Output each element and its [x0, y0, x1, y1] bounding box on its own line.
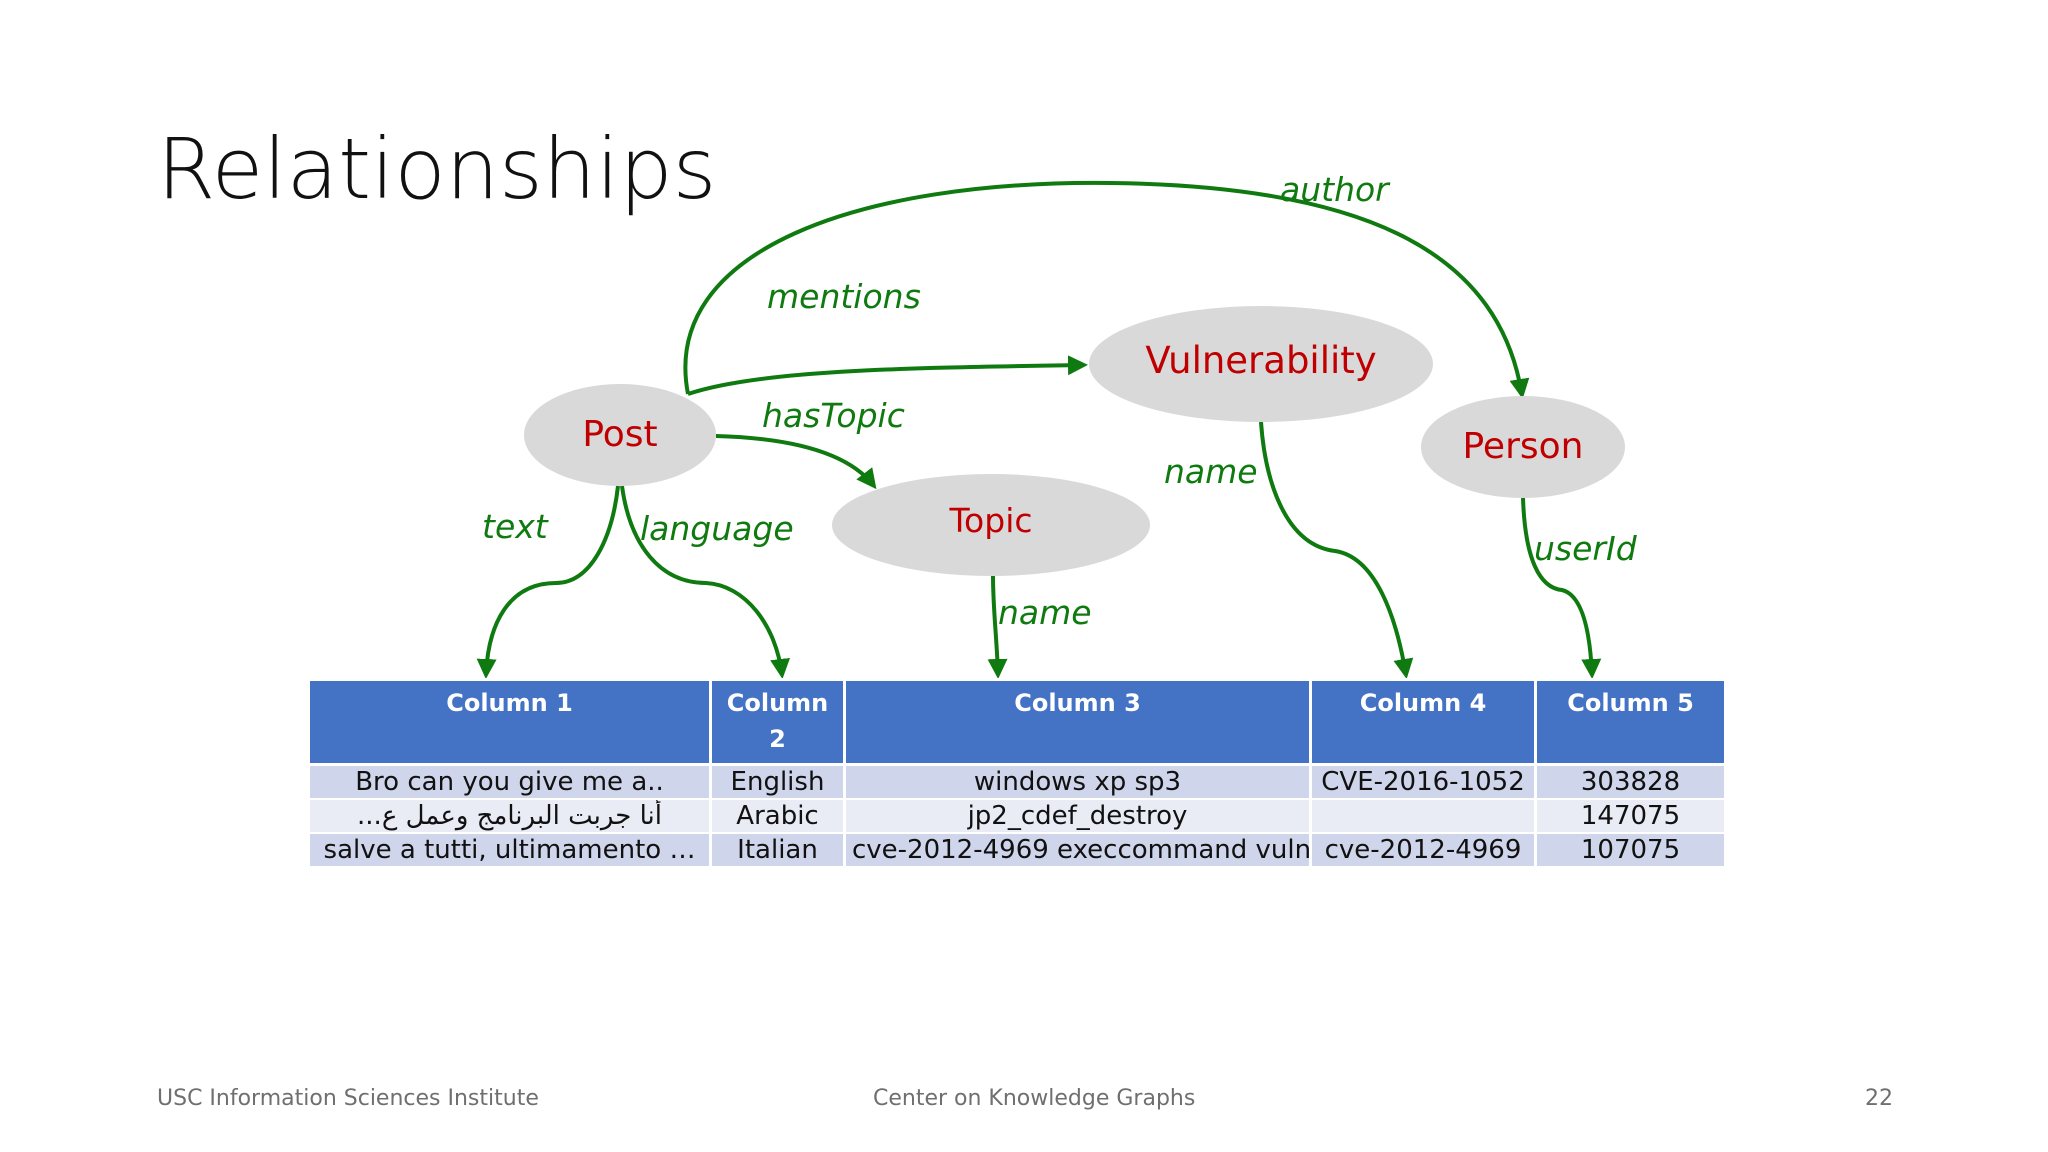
table-cell: cve-2012-4969	[1309, 832, 1537, 868]
node-post: Post	[524, 384, 716, 486]
node-vulnerability-label: Vulnerability	[1145, 339, 1376, 382]
node-person-label: Person	[1463, 426, 1584, 467]
edge-author	[683, 180, 1530, 399]
table-cell: cve-2012-4969 execcommand vuln	[843, 832, 1312, 868]
edge-label-text: text	[482, 507, 549, 546]
table-header-cell: Column 3	[843, 678, 1312, 766]
table-cell: windows xp sp3	[843, 763, 1312, 800]
data-table: Column 1 Column 2 Column 3 Column 4 Colum…	[307, 678, 1727, 868]
edge-mentions	[687, 355, 1088, 396]
table-cell: 147075	[1534, 798, 1727, 834]
table-header-cell: Column 4	[1309, 678, 1537, 766]
node-topic: Topic	[832, 474, 1150, 576]
edge-text	[476, 485, 620, 679]
table-cell: أنا جربت البرنامج وعمل ع...	[307, 798, 712, 834]
edge-topic-name	[987, 575, 1008, 679]
table-row: salve a tutti, ultimamento … Italian cve…	[307, 832, 1727, 868]
edge-label-hasTopic: hasTopic	[762, 396, 905, 435]
table-cell: Bro can you give me a..	[307, 763, 712, 800]
edge-label-mentions: mentions	[767, 277, 921, 316]
header-col2-line1: Column	[726, 689, 829, 717]
table-row: أنا جربت البرنامج وعمل ع... Arabic jp2_c…	[307, 798, 1727, 834]
node-topic-label: Topic	[949, 501, 1033, 540]
edge-language	[620, 485, 791, 679]
table-header-row: Column 1 Column 2 Column 3 Column 4 Colum…	[307, 678, 1727, 766]
table-cell: 303828	[1534, 763, 1727, 800]
edge-label-vuln-name: name	[1164, 452, 1258, 491]
edge-label-language: language	[640, 509, 794, 548]
edge-hasTopic	[715, 434, 877, 490]
table-header-cell: Column 1	[307, 678, 712, 766]
edge-userId	[1521, 497, 1602, 679]
table-cell: CVE-2016-1052	[1309, 763, 1537, 800]
table-cell: salve a tutti, ultimamento …	[307, 832, 712, 868]
table-header-cell: Column 2	[709, 678, 846, 766]
footer-institute: USC Information Sciences Institute	[157, 1086, 539, 1111]
table-row: Bro can you give me a.. English windows …	[307, 763, 1727, 800]
edge-label-userId: userId	[1534, 529, 1638, 568]
slide-title: Relationships	[157, 120, 717, 218]
table-cell: Arabic	[709, 798, 846, 834]
table-cell: jp2_cdef_destroy	[843, 798, 1312, 834]
node-vulnerability: Vulnerability	[1089, 306, 1433, 422]
node-person: Person	[1421, 396, 1625, 498]
table-cell	[1309, 798, 1537, 834]
node-post-label: Post	[582, 414, 657, 455]
header-col2-line2: 2	[769, 725, 786, 753]
table-cell: 107075	[1534, 832, 1727, 868]
diagram-edges	[476, 180, 1602, 679]
table-header-cell: Column 5	[1534, 678, 1727, 766]
edge-vuln-name	[1259, 421, 1414, 679]
edge-label-topic-name: name	[998, 593, 1092, 632]
edge-label-author: author	[1280, 170, 1391, 209]
page-number: 22	[1865, 1086, 1893, 1111]
table-cell: English	[709, 763, 846, 800]
table-cell: Italian	[709, 832, 846, 868]
footer-center-name: Center on Knowledge Graphs	[873, 1086, 1196, 1111]
